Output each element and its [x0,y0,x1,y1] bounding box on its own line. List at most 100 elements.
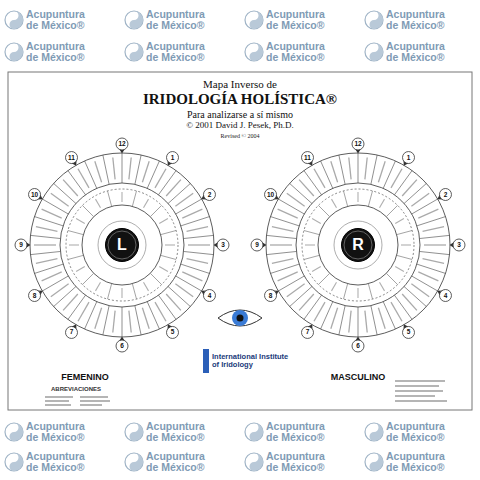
watermark: Acupuntura de México® [386,41,460,63]
sector-print [63,294,78,310]
yin-yang-icon [365,43,383,61]
callout-number: 4 [444,292,448,299]
sector-print [78,169,89,188]
sector-line [318,273,329,284]
marker-drop [403,152,415,164]
sector-print [165,244,175,245]
iris-ring [82,205,162,285]
sector-line [397,231,412,235]
address-block [395,380,447,402]
sector-line [417,217,446,226]
watermark: Acupuntura de México® [26,451,100,473]
sector-print [332,282,337,291]
sector-line [271,217,300,226]
yin-yang-icon [125,11,143,29]
sector-line [290,286,312,306]
sector-print [299,294,314,310]
sector-line [35,217,64,226]
sector-print [278,272,298,281]
sector-print [175,193,193,206]
sector-line [412,276,438,291]
sector-line [68,295,86,319]
sector-print [187,227,209,232]
sector-line [54,183,76,203]
sector-line [420,251,450,254]
iris-ring [98,221,146,269]
sector-print [51,284,69,297]
callout-number: 4 [208,292,212,299]
pupil-rim [108,231,136,259]
sector-print [365,157,367,179]
sector-print [142,308,149,329]
marker-drop [203,290,215,302]
table-heading: ABREVIACIONES [51,386,101,393]
sector-line [135,155,141,184]
sector-print [113,311,115,333]
watermark: Acupuntura de México® [266,451,340,473]
gender-label: FEMENINO [61,373,109,383]
yin-yang-icon [365,423,383,441]
iris-ring [30,153,214,337]
sector-print [155,169,166,188]
sector-print [187,259,209,264]
sector-line [304,295,322,319]
sector-print [36,227,58,232]
sector-print [411,193,429,206]
sector-print [424,244,446,245]
sector-line [122,153,123,183]
marker-drop [203,189,215,201]
gender-label: MASCULINO [331,373,386,383]
sector-print [391,169,402,188]
yin-yang-icon [5,453,23,471]
callout-number: 1 [407,154,411,161]
sector-print [96,199,101,208]
sector-print [129,157,131,179]
yin-yang-icon [245,453,263,471]
sector-line [386,205,397,216]
sector-print [159,219,168,224]
sector-line [404,286,426,306]
pupil-circle: R [341,228,375,262]
pupil-rim [344,231,372,259]
sector-line [404,183,426,203]
watermark: Acupuntura de México® [146,451,220,473]
callout-number: 9 [19,241,23,248]
sector-line [168,286,190,306]
marker-drop [352,340,364,352]
sector-print [391,302,402,321]
sector-line [383,302,395,329]
sector-line [122,307,123,337]
callout-number: 11 [68,154,75,161]
sector-line [278,199,304,214]
sector-print [182,209,202,218]
sector-line [267,235,297,238]
sector-line [417,264,446,273]
sector-line [358,153,359,183]
sector-line [132,191,136,206]
watermark: Acupuntura de México® [266,41,340,63]
sector-line [181,264,210,273]
sector-line [318,205,329,216]
sector-print [411,284,429,297]
sector-print [34,244,56,245]
yin-yang-icon [245,43,263,61]
callout-number: 6 [356,342,360,349]
callout-number: 3 [457,241,461,248]
eye-letter: R [352,236,364,254]
callout-number: 10 [267,191,274,198]
watermark: Acupuntura de México® [386,9,460,31]
sector-print [299,180,314,196]
sector-line [68,255,83,259]
sector-line [135,306,141,335]
callout-number: 10 [31,191,38,198]
sector-print [395,267,404,272]
sector-print [76,219,85,224]
sector-print [95,308,102,329]
eye-letter: L [117,236,127,254]
sector-print [287,193,305,206]
marker-drop [265,290,277,302]
watermark: Acupuntura de México® [266,9,340,31]
sector-line [321,161,333,188]
callout-number: 6 [120,342,124,349]
sector-print [182,272,202,281]
